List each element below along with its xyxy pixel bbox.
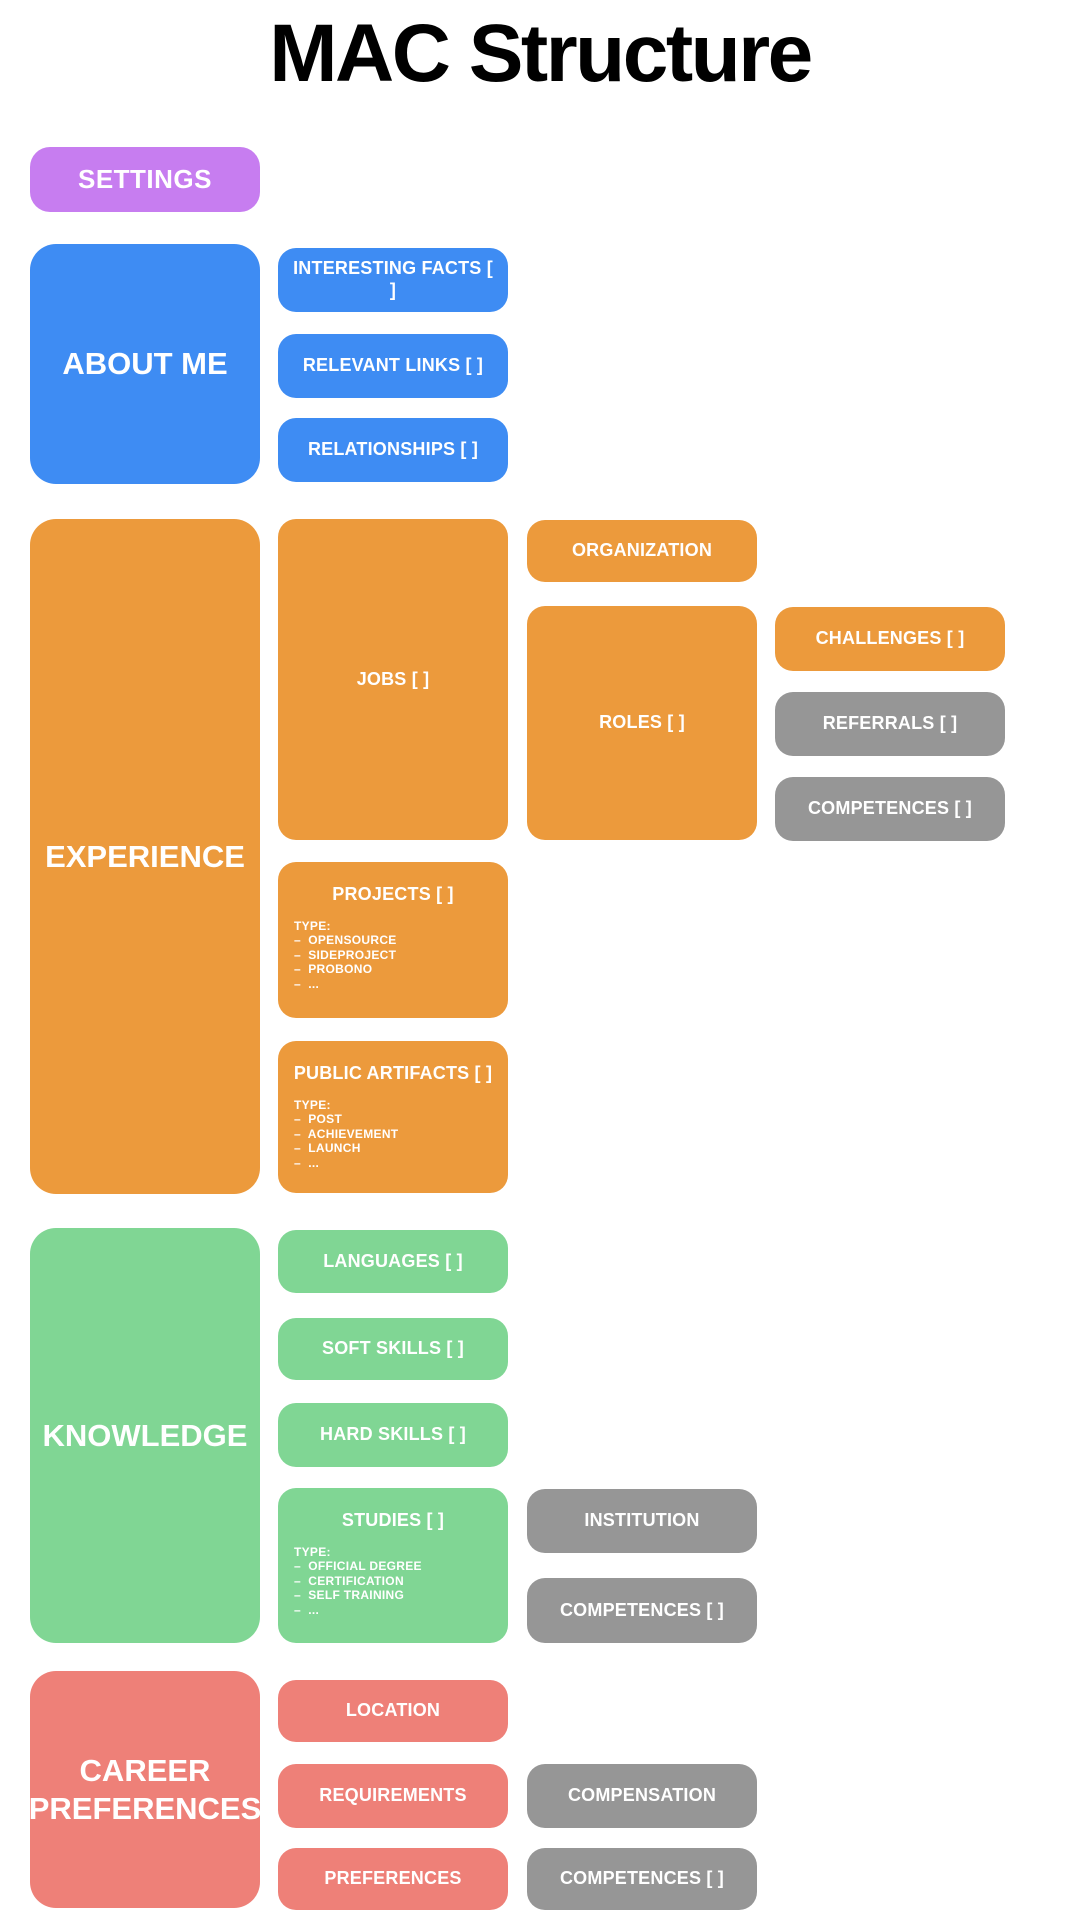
list-line: – ... xyxy=(294,976,320,991)
list-line: – OFFICIAL DEGREE xyxy=(294,1559,422,1574)
list-line: – SIDEPROJECT xyxy=(294,947,397,962)
career-competences-box: COMPETENCES [ ] xyxy=(527,1848,757,1910)
soft-skills-box: SOFT SKILLS [ ] xyxy=(278,1318,508,1380)
challenges-box: CHALLENGES [ ] xyxy=(775,607,1005,671)
list-line: – PROBONO xyxy=(294,962,373,977)
page-title: MAC Structure xyxy=(269,8,813,99)
list-line: – ACHIEVEMENT xyxy=(294,1126,399,1141)
list-line: – SELF TRAINING xyxy=(294,1588,405,1603)
projects-type-list: TYPE: – OPENSOURCE – SIDEPROJECT – PROBO… xyxy=(288,919,498,992)
settings-box: SETTINGS xyxy=(30,147,260,212)
compensation-box: COMPENSATION xyxy=(527,1764,757,1828)
organization-box: ORGANIZATION xyxy=(527,520,757,582)
about-me-box: ABOUT ME xyxy=(30,244,260,484)
studies-box: STUDIES [ ] TYPE: – OFFICIAL DEGREE – CE… xyxy=(278,1488,508,1643)
relationships-box: RELATIONSHIPS [ ] xyxy=(278,418,508,482)
public-artifacts-box: PUBLIC ARTIFACTS [ ] TYPE: – POST – ACHI… xyxy=(278,1041,508,1193)
list-line: TYPE: xyxy=(294,1544,331,1559)
languages-box: LANGUAGES [ ] xyxy=(278,1230,508,1293)
roles-competences-box: COMPETENCES [ ] xyxy=(775,777,1005,841)
jobs-box: JOBS [ ] xyxy=(278,519,508,840)
hard-skills-box: HARD SKILLS [ ] xyxy=(278,1403,508,1467)
relevant-links-box: RELEVANT LINKS [ ] xyxy=(278,334,508,398)
roles-box: ROLES [ ] xyxy=(527,606,757,840)
requirements-box: REQUIREMENTS xyxy=(278,1764,508,1828)
list-line: – CERTIFICATION xyxy=(294,1573,404,1588)
list-line: – ... xyxy=(294,1155,320,1170)
list-line: – POST xyxy=(294,1112,343,1127)
public-artifacts-title: PUBLIC ARTIFACTS [ ] xyxy=(293,1063,493,1083)
list-line: – ... xyxy=(294,1602,320,1617)
studies-type-list: TYPE: – OFFICIAL DEGREE – CERTIFICATION … xyxy=(288,1545,498,1618)
projects-box: PROJECTS [ ] TYPE: – OPENSOURCE – SIDEPR… xyxy=(278,862,508,1018)
list-line: – LAUNCH xyxy=(294,1141,361,1156)
preferences-box: PREFERENCES xyxy=(278,1848,508,1910)
interesting-facts-box: INTERESTING FACTS [ ] xyxy=(278,248,508,312)
public-artifacts-type-list: TYPE: – POST – ACHIEVEMENT – LAUNCH – ..… xyxy=(288,1098,498,1171)
studies-competences-box: COMPETENCES [ ] xyxy=(527,1578,757,1643)
studies-title: STUDIES [ ] xyxy=(341,1510,445,1530)
referrals-box: REFERRALS [ ] xyxy=(775,692,1005,756)
location-box: LOCATION xyxy=(278,1680,508,1742)
list-line: TYPE: xyxy=(294,918,331,933)
knowledge-box: KNOWLEDGE xyxy=(30,1228,260,1643)
projects-title: PROJECTS [ ] xyxy=(332,884,454,904)
list-line: TYPE: xyxy=(294,1097,331,1112)
list-line: – OPENSOURCE xyxy=(294,933,397,948)
experience-box: EXPERIENCE xyxy=(30,519,260,1194)
career-preferences-box: CAREER PREFERENCES xyxy=(29,1671,261,1908)
institution-box: INSTITUTION xyxy=(527,1489,757,1553)
